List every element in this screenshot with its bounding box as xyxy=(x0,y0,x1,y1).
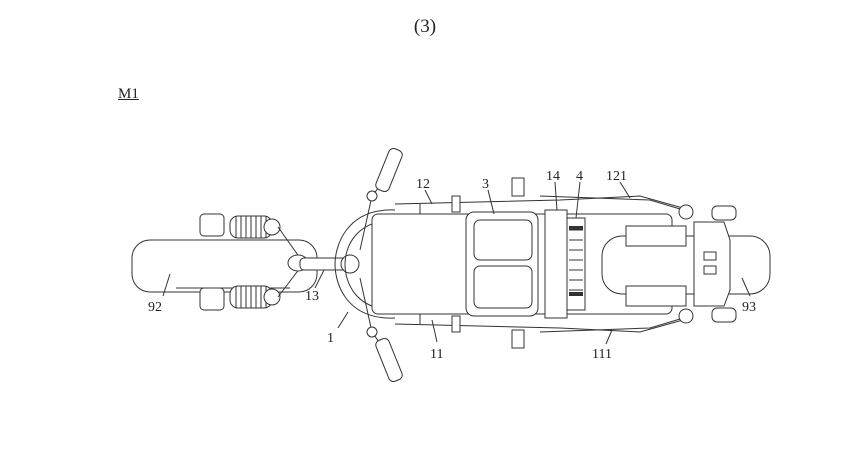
steering-post xyxy=(299,254,360,274)
callout-12: 12 xyxy=(416,177,430,192)
seat xyxy=(465,177,539,349)
handlebar xyxy=(359,147,403,383)
rear-frame xyxy=(539,195,737,333)
callout-13: 13 xyxy=(305,289,319,304)
callout-11: 11 xyxy=(430,347,443,362)
model-label: M1 xyxy=(118,86,139,102)
front-wheel xyxy=(131,213,318,311)
callout-4: 4 xyxy=(576,169,583,184)
callout-1: 1 xyxy=(327,331,334,346)
callout-14: 14 xyxy=(546,169,560,184)
callout-3: 3 xyxy=(482,177,489,192)
frame-front xyxy=(334,209,396,319)
leader-lines xyxy=(162,181,751,345)
figure-number: (3) xyxy=(413,16,437,37)
callout-111: 111 xyxy=(592,347,612,362)
callout-121: 121 xyxy=(606,169,627,184)
battery-area xyxy=(544,209,586,319)
callout-93: 93 xyxy=(742,300,756,315)
callout-92: 92 xyxy=(148,300,162,315)
